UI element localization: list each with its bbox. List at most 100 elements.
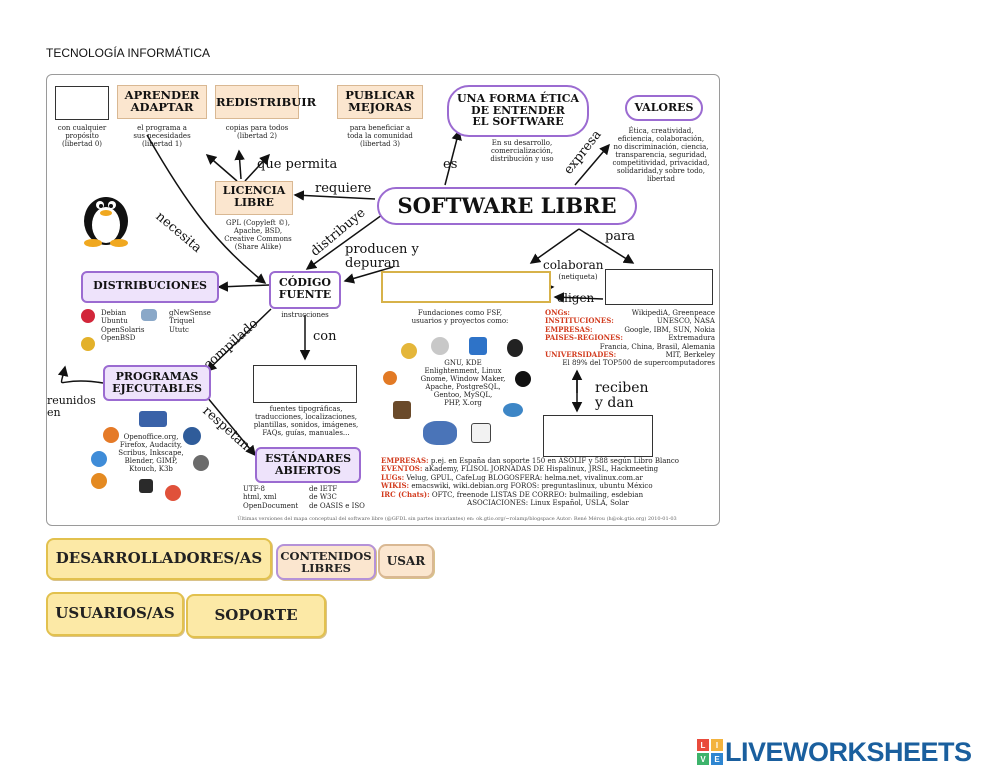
debian-logo-icon <box>81 309 95 323</box>
note-contenidos: fuentes tipográficas, traducciones, loca… <box>253 405 359 438</box>
blank-box-fundaciones[interactable] <box>381 271 551 303</box>
blank-box-contenidos[interactable] <box>253 365 357 403</box>
enlightenment-logo-icon <box>383 371 397 385</box>
community-list: EMPRESAS: p.ej. en España dan soporte 15… <box>381 456 715 507</box>
k3b-logo-icon <box>165 485 181 501</box>
node-software-libre: SOFTWARE LIBRE <box>377 187 637 225</box>
node-estandares-abiertos: ESTÁNDARES ABIERTOS <box>255 447 361 483</box>
link-que-permita: que permita <box>257 157 338 172</box>
link-producen-depuran: producen y depuran <box>345 242 419 272</box>
liveworksheets-mark-icon: L I V E <box>697 739 723 765</box>
support-value: MIT, Berkeley <box>665 350 715 359</box>
mark-letter: E <box>711 753 723 765</box>
tux-small-icon <box>507 339 523 357</box>
gnewsense-logo-icon <box>141 309 157 321</box>
node-programas-ejecutables: PROGRAMAS EJECUTABLES <box>103 365 211 401</box>
note-netiqueta: (netiqueta) <box>558 273 598 281</box>
blender-logo-icon <box>91 473 107 489</box>
mysql-dolphin-icon <box>503 403 523 417</box>
community-value: aKademy, FLISOL JORNADAS DE Hispalinux, … <box>424 465 659 474</box>
liveworksheets-wordmark: LIVEWORKSHEETS <box>725 736 972 767</box>
page-title: TECNOLOGÍA INFORMÁTICA <box>46 46 211 60</box>
link-con: con <box>313 329 337 344</box>
note-distros-left: Debian Ubuntu OpenSolaris OpenBSD <box>101 309 145 343</box>
node-valores: VALORES <box>625 95 703 121</box>
note-proyectos: GNU, KDE Enlightenment, Linux Gnome, Win… <box>420 359 506 408</box>
community-key: EVENTOS: <box>381 464 423 474</box>
community-key: LUGs: <box>381 472 405 482</box>
note-std-bodies: de IETF de W3C de OASIS e ISO <box>309 485 365 510</box>
support-value: WikipediA, Greenpeace <box>631 309 715 317</box>
gnu-logo-icon <box>401 343 417 359</box>
kde-logo-icon <box>469 337 487 355</box>
node-distribuciones: DISTRIBUCIONES <box>81 271 219 303</box>
node-redistribuir: REDISTRIBUIR <box>215 85 316 119</box>
concept-map: con cualquier propósito (libertad 0) APR… <box>46 74 720 526</box>
mark-letter: L <box>697 739 709 751</box>
support-value: Google, IBM, SUN, Nokia <box>624 325 715 334</box>
community-value: emacswiki, wiki.debian.org FOROS: pregun… <box>411 482 653 491</box>
node-publicar-mejoras: PUBLICAR MEJORAS <box>337 85 423 119</box>
gentoo-logo-icon <box>515 371 531 387</box>
link-es: es <box>443 157 458 172</box>
link-reciben-dan: reciben y dan <box>595 380 649 411</box>
node-aprender-adaptar: APRENDER ADAPTAR <box>117 85 207 119</box>
community-value: p.ej. en España dan soporte 150 en ASOLI… <box>430 457 680 465</box>
audacity-logo-icon <box>91 451 107 467</box>
note-fundaciones: Fundaciones como FSF, usuarios y proyect… <box>411 309 509 326</box>
blank-box-comunidad[interactable] <box>543 415 653 457</box>
node-forma-etica: UNA FORMA ÉTICA DE ENTENDER EL SOFTWARE <box>447 85 589 137</box>
blank-box-freedom-0[interactable] <box>55 86 109 120</box>
openoffice-logo-icon <box>139 411 167 427</box>
chip-usar[interactable]: USAR <box>378 544 434 578</box>
node-licencia-libre: LICENCIA LIBRE <box>215 181 293 215</box>
gnu-head-icon <box>393 401 411 419</box>
community-value: Velug, GPUL, CafeLug BLOGOSFERA: helma.n… <box>406 473 643 482</box>
note-distros-right: gNewSense Triquel Ututc <box>169 309 211 334</box>
inkscape-logo-icon <box>183 427 201 445</box>
community-value: OFTC, freenode LISTAS DE CORREO: bulmail… <box>431 490 644 499</box>
support-list: ONGs: WikipediA, Greenpeace INSTITUCIONES… <box>545 308 715 368</box>
note-freedom-0: con cualquier propósito (libertad 0) <box>57 124 107 149</box>
link-para: para <box>605 229 636 244</box>
link-colaboran: colaboran <box>543 258 604 272</box>
liveworksheets-logo: L I V E LIVEWORKSHEETS <box>697 736 993 768</box>
map-footer-credit: Últimas versiones del mapa conceptual de… <box>237 516 677 522</box>
community-key: IRC (Chats): <box>381 489 430 499</box>
note-freedom-1: el programa a sus necesidades (libertad … <box>133 124 191 149</box>
note-std-formats: UTF-8 html, xml OpenDocument <box>243 485 299 510</box>
note-freedom-3: para beneficiar a toda la comunidad (lib… <box>347 124 413 149</box>
chip-desarrolladores[interactable]: DESARROLLADORES/AS <box>46 538 272 580</box>
mark-letter: V <box>697 753 709 765</box>
gimp-logo-icon <box>193 455 209 471</box>
chip-soporte[interactable]: SOPORTE <box>186 594 326 638</box>
support-key: PAISES-REGIONES: <box>545 333 623 343</box>
link-eligen: eligen <box>557 291 595 305</box>
chip-usuarios[interactable]: USUARIOS/AS <box>46 592 184 636</box>
note-freedom-2: copias para todos (libertad 2) <box>225 124 289 141</box>
support-value: Francia, China, Brasil, Alemania <box>599 342 715 351</box>
mark-letter: I <box>711 739 723 751</box>
link-requiere: requiere <box>315 181 372 196</box>
postgresql-elephant-icon <box>423 421 457 445</box>
note-licencias: GPL (Copyleft ©), Apache, BSD, Creative … <box>224 219 292 252</box>
support-value: UNESCO, NASA <box>656 317 715 326</box>
support-value: Extremadura <box>668 334 715 343</box>
note-instrucciones: instrucciones <box>281 311 329 319</box>
note-aplicaciones: Openoffice.org, Firefox, Audacity, Scrib… <box>118 433 184 474</box>
support-key: INSTITUCIONES: <box>545 316 614 326</box>
support-key: ONGs: <box>545 308 570 317</box>
support-key: EMPRESAS: <box>545 324 593 334</box>
firefox-logo-icon <box>103 427 119 443</box>
ktouch-logo-icon <box>139 479 153 493</box>
support-key: UNIVERSIDADES: <box>545 349 617 359</box>
support-value: El 89% del TOP500 de supercomputadores <box>562 359 715 368</box>
link-reunidos-en: reunidos en <box>47 394 96 420</box>
tux-penguin-icon <box>77 183 135 247</box>
chip-contenidos-libres[interactable]: CONTENIDOS LIBRES <box>276 544 376 580</box>
community-key: WIKIS: <box>381 481 410 491</box>
note-etica: En su desarrollo, comercialización, dist… <box>490 139 554 164</box>
node-codigo-fuente: CÓDIGO FUENTE <box>269 271 341 309</box>
xorg-logo-icon <box>471 423 491 443</box>
blank-box-colaboran[interactable] <box>605 269 713 305</box>
